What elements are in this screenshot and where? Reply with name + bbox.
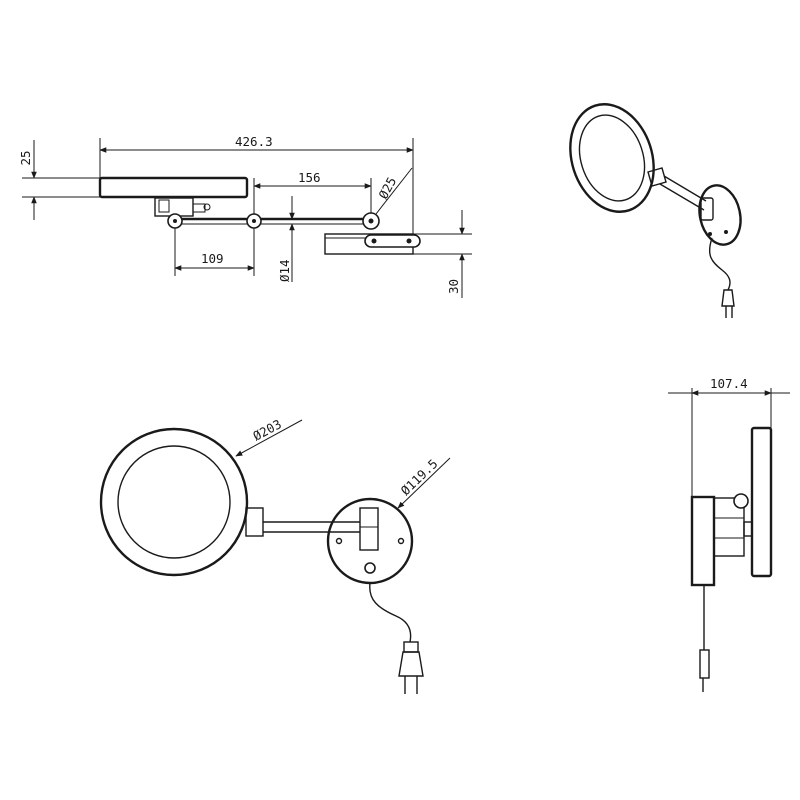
- iso-pivot-block: [700, 197, 714, 221]
- iso-cord: [708, 237, 731, 291]
- dim-overall-width: 426.3: [235, 134, 273, 149]
- side-hinge: [743, 521, 753, 537]
- iso-arm: [659, 175, 707, 211]
- front-mirror-outer: [99, 427, 249, 577]
- iso-mirror-outer: [569, 103, 655, 213]
- side-wall-plate: [690, 495, 716, 587]
- iso-hinge: [647, 167, 667, 187]
- mirror-slab: [98, 176, 249, 199]
- dim-first-segment: 109: [201, 251, 224, 266]
- dim-pivot-diameter: Ø25: [375, 174, 399, 201]
- iso-wall-plate: [698, 184, 742, 246]
- isometric-view: [569, 103, 742, 318]
- front-pivot-block: [359, 507, 379, 551]
- iso-mirror-inner: [578, 114, 646, 202]
- base-slot: [364, 234, 421, 248]
- front-hinge: [245, 507, 264, 537]
- dim-side-depth: 107.4: [710, 376, 748, 391]
- dim-wall-plate-diameter: Ø119.5: [398, 456, 441, 498]
- dim-arm-diameter: Ø14: [277, 259, 292, 282]
- side-mirror: [750, 426, 773, 578]
- dim-mirror-thickness: 25: [18, 150, 33, 165]
- dim-arm-segment: 156: [298, 170, 321, 185]
- front-plug: [403, 641, 419, 653]
- side-knob: [733, 493, 749, 509]
- top-view: 426.3 25 156 Ø25 109 Ø14 30: [18, 134, 472, 298]
- iso-plug: [721, 289, 735, 307]
- front-view: Ø203 Ø119.5: [99, 416, 451, 694]
- side-view: 107.4: [668, 376, 790, 692]
- front-mirror-inner: [117, 445, 231, 559]
- side-plug: [699, 649, 710, 679]
- dim-base-thickness: 30: [446, 279, 461, 294]
- front-cord: [369, 582, 412, 643]
- front-cord-port: [364, 562, 376, 574]
